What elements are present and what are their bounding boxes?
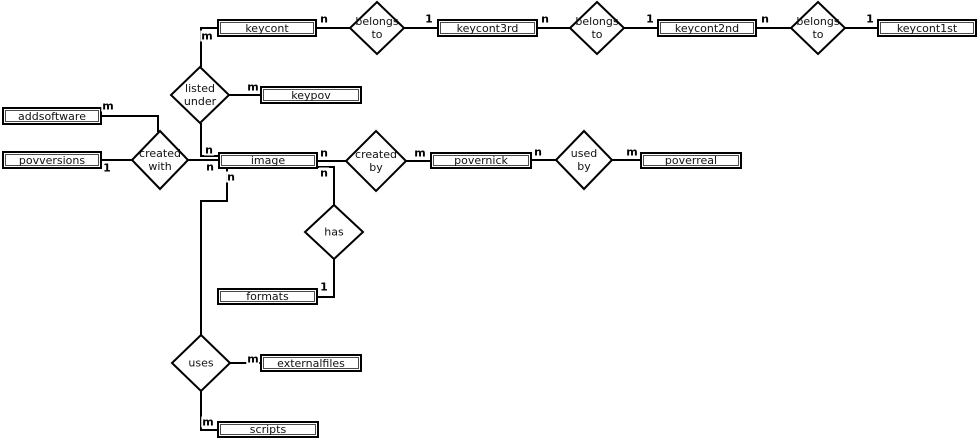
cardinality-keycont2nd-n: n — [760, 12, 770, 26]
entity-keycont: keycont — [217, 19, 317, 37]
connector-image-uses — [200, 169, 228, 335]
cardinality-image-uses-n: n — [226, 170, 236, 184]
cardinality-addsoftware-m: m — [101, 99, 115, 113]
entity-keypov: keypov — [260, 86, 362, 104]
relationship-diamond-belongs-to-3 — [789, 0, 847, 56]
connector-uses-scripts — [200, 391, 217, 431]
cardinality-keycont1st-1: 1 — [865, 12, 875, 26]
relationship-diamond-uses — [170, 333, 232, 393]
connector-has-formats — [318, 259, 335, 298]
entity-formats: formats — [217, 288, 318, 305]
cardinality-keycont3rd-n: n — [540, 12, 550, 26]
cardinality-createdwith-image-n: n — [205, 160, 215, 174]
entity-label-addsoftware: addsoftware — [5, 110, 99, 122]
cardinality-listedunder-keycont-m: m — [200, 29, 214, 43]
cardinality-povversions-1: 1 — [102, 161, 112, 175]
cardinality-has-formats-1: 1 — [319, 280, 329, 294]
entity-label-externalfiles: externalfiles — [263, 357, 359, 369]
connector-image-has — [318, 166, 335, 205]
connector-addsoftware-createdwith — [102, 115, 159, 132]
entity-scripts: scripts — [217, 421, 319, 438]
entity-label-povversions: povversions — [5, 154, 99, 166]
relationship-diamond-belongs-to-1 — [348, 0, 406, 56]
cardinality-keycont-n: n — [319, 12, 329, 26]
entity-povversions: povversions — [2, 151, 102, 169]
relationship-diamond-created-by — [344, 129, 408, 193]
cardinality-externalfiles-m: m — [246, 352, 260, 366]
relationship-diamond-belongs-to-2 — [568, 0, 626, 56]
entity-label-keycont: keycont — [220, 22, 314, 34]
cardinality-image-createdby-n: n — [319, 146, 329, 160]
entity-keycont1st: keycont1st — [877, 19, 977, 37]
relationship-diamond-has — [303, 203, 365, 261]
entity-externalfiles: externalfiles — [260, 354, 362, 372]
cardinality-image-has-n: n — [319, 166, 329, 180]
entity-label-scripts: scripts — [220, 424, 316, 435]
entity-label-formats: formats — [220, 291, 315, 302]
entity-label-poverreal: poverreal — [643, 155, 739, 166]
cardinality-listedunder-image-n: n — [204, 143, 214, 157]
cardinality-poverreal-m: m — [625, 145, 639, 159]
relationship-diamond-listed-under — [169, 65, 231, 125]
connector-listedunder-image — [200, 123, 218, 157]
cardinality-povernick-m: m — [413, 146, 427, 160]
connector-listedunder-keycont — [200, 27, 218, 67]
relationship-diamond-created-with — [130, 129, 190, 191]
entity-label-keypov: keypov — [263, 89, 359, 101]
cardinality-keypov-m: m — [246, 80, 260, 94]
entity-label-image: image — [221, 155, 315, 166]
entity-keycont2nd: keycont2nd — [657, 19, 757, 37]
cardinality-keycont2nd-1: 1 — [645, 12, 655, 26]
entity-addsoftware: addsoftware — [2, 107, 102, 125]
entity-label-keycont1st: keycont1st — [880, 22, 974, 34]
cardinality-povernick-usedby-n: n — [533, 145, 543, 159]
entity-label-povernick: povernick — [433, 155, 529, 166]
entity-label-keycont2nd: keycont2nd — [660, 22, 754, 34]
entity-label-keycont3rd: keycont3rd — [440, 22, 535, 34]
entity-povernick: povernick — [430, 152, 532, 169]
relationship-diamond-used-by — [554, 129, 614, 191]
cardinality-scripts-m: m — [201, 415, 215, 429]
entity-poverreal: poverreal — [640, 152, 742, 169]
entity-keycont3rd: keycont3rd — [437, 19, 538, 37]
cardinality-keycont3rd-1: 1 — [424, 12, 434, 26]
entity-image: image — [218, 152, 318, 169]
